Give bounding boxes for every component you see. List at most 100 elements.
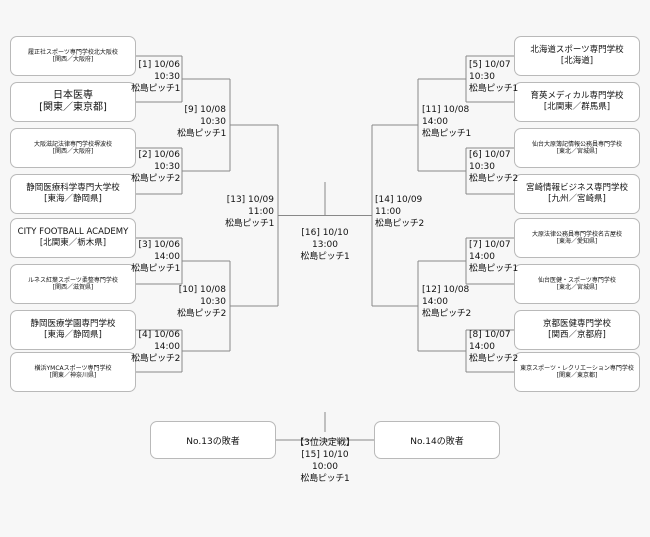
team-name: 仙台大原簿記情報公務員専門学校 (531, 140, 622, 148)
team-name: 東京スポーツ・レクリエーション専門学校 (520, 364, 634, 372)
match-time: 14:00 (469, 252, 495, 262)
match-place: 松島ピッチ2 (422, 309, 471, 319)
match-7-label: [7] 10/07 14:00 松島ピッチ1 (469, 239, 518, 275)
match-number: [10] 10/08 (178, 285, 226, 295)
match-place: 松島ピッチ2 (469, 174, 518, 184)
match-14-label: [14] 10/09 11:00 松島ピッチ2 (375, 194, 424, 230)
team-name: 履正社スポーツ専門学校北大阪校 (28, 48, 118, 56)
match-place: 松島ピッチ1 (469, 84, 518, 94)
loser-label: No.13の敗者 (186, 436, 240, 447)
team-right-1: 北海道スポーツ専門学校 [北海道] (514, 36, 640, 76)
match-number: [16] 10/10 (301, 228, 349, 238)
team-left-3: 大阪滋記法律専門学校堺波校 [関西／大阪府] (10, 128, 136, 168)
match-15-label: 【3位決定戦】 [15] 10/10 10:00 松島ピッチ1 (265, 437, 385, 485)
match-place: 松島ピッチ1 (469, 264, 518, 274)
match-time: 11:00 (375, 207, 401, 217)
team-left-5: CITY FOOTBALL ACADEMY [北関東／栃木県] (10, 218, 136, 258)
team-region: [関東／神奈川県] (49, 372, 97, 379)
match-number: [1] 10/06 (138, 60, 180, 70)
match-1-label: [1] 10/06 10:30 松島ピッチ1 (131, 59, 180, 95)
match-number: [13] 10/09 (226, 195, 274, 205)
match-3-label: [3] 10/06 14:00 松島ピッチ1 (131, 239, 180, 275)
match-11-label: [11] 10/08 14:00 松島ピッチ1 (422, 104, 471, 140)
match-16-label: [16] 10/10 13:00 松島ピッチ1 (275, 227, 375, 263)
match-6-label: [6] 10/07 10:30 松島ピッチ2 (469, 149, 518, 185)
team-region: [東海／静岡県] (44, 330, 102, 340)
match-time: 10:30 (154, 72, 180, 82)
match-number: [2] 10/06 (138, 150, 180, 160)
match-number: [14] 10/09 (375, 195, 423, 205)
match-number: [3] 10/06 (138, 240, 180, 250)
match-time: 10:00 (312, 462, 338, 472)
team-region: [関西／京都府] (548, 330, 606, 340)
team-name: CITY FOOTBALL ACADEMY (17, 227, 129, 238)
team-region: [北関東／群馬県] (543, 102, 611, 112)
team-name: 宮崎情報ビジネス専門学校 (525, 183, 628, 194)
match-number: [6] 10/07 (469, 150, 511, 160)
match-5-label: [5] 10/07 10:30 松島ピッチ1 (469, 59, 518, 95)
team-region: [関西／滋賀県] (52, 284, 94, 291)
match-place: 松島ピッチ1 (131, 264, 180, 274)
team-region: [北関東／栃木県] (39, 238, 107, 248)
team-name: 日本医専 (53, 89, 93, 101)
team-right-7: 京都医健専門学校 [関西／京都府] (514, 310, 640, 350)
loser-box-left: No.13の敗者 (150, 421, 276, 459)
team-name: 京都医健専門学校 (542, 319, 611, 330)
match-number: [15] 10/10 (301, 450, 349, 460)
match-place: 松島ピッチ1 (300, 474, 350, 484)
match-place: 松島ピッチ1 (177, 129, 226, 139)
team-region: [東北／宮城県] (556, 284, 598, 291)
team-name: 大阪滋記法律専門学校堺波校 (33, 140, 112, 148)
team-left-6: ルネス紅葉スポーツ柔整専門学校 [関西／滋賀県] (10, 264, 136, 304)
team-name: 仙台医健・スポーツ専門学校 (538, 276, 616, 284)
team-right-4: 宮崎情報ビジネス専門学校 [九州／宮崎県] (514, 174, 640, 214)
team-left-8: 横浜YMCAスポーツ専門学校 [関東／神奈川県] (10, 352, 136, 392)
team-region: [関東／東京都] (556, 372, 598, 379)
match-number: [8] 10/07 (469, 330, 511, 340)
match-time: 14:00 (469, 342, 495, 352)
match-time: 14:00 (154, 342, 180, 352)
match-place: 松島ピッチ1 (300, 252, 350, 262)
team-region: [関西／大阪府] (52, 56, 94, 63)
match-place: 松島ピッチ2 (469, 354, 518, 364)
match-time: 10:30 (200, 117, 226, 127)
team-right-3: 仙台大原簿記情報公務員専門学校 [東北／宮城県] (514, 128, 640, 168)
match-place: 松島ピッチ2 (131, 174, 180, 184)
match-place: 松島ピッチ1 (422, 129, 471, 139)
match-4-label: [4] 10/06 14:00 松島ピッチ2 (131, 329, 180, 365)
team-region: [関東／東京都] (39, 102, 107, 113)
team-region: [関西／大阪府] (52, 148, 94, 155)
match-time: 14:00 (422, 297, 448, 307)
team-left-1: 履正社スポーツ専門学校北大阪校 [関西／大阪府] (10, 36, 136, 76)
match-number: [7] 10/07 (469, 240, 511, 250)
match-13-label: [13] 10/09 11:00 松島ピッチ1 (225, 194, 274, 230)
team-right-5: 大原法律公務員専門学校名古屋校 [東海／愛知県] (514, 218, 640, 258)
match-12-label: [12] 10/08 14:00 松島ピッチ2 (422, 284, 471, 320)
team-name: 北海道スポーツ専門学校 (530, 45, 624, 56)
match-time: 10:30 (200, 297, 226, 307)
match-2-label: [2] 10/06 10:30 松島ピッチ2 (131, 149, 180, 185)
team-region: [九州／宮崎県] (548, 194, 606, 204)
match-time: 10:30 (154, 162, 180, 172)
team-left-2: 日本医専 [関東／東京都] (10, 82, 136, 122)
loser-box-right: No.14の敗者 (374, 421, 500, 459)
team-name: 静岡医療学園専門学校 (30, 319, 116, 330)
team-name: 静岡医療科学専門大学校 (26, 183, 120, 194)
match-time: 10:30 (469, 72, 495, 82)
match-place: 松島ピッチ1 (131, 84, 180, 94)
team-left-4: 静岡医療科学専門大学校 [東海／静岡県] (10, 174, 136, 214)
match-place: 松島ピッチ2 (375, 219, 424, 229)
match-time: 13:00 (312, 240, 338, 250)
match-time: 14:00 (422, 117, 448, 127)
team-left-7: 静岡医療学園専門学校 [東海／静岡県] (10, 310, 136, 350)
team-right-2: 育英メディカル専門学校 [北関東／群馬県] (514, 82, 640, 122)
match-time: 11:00 (248, 207, 274, 217)
team-region: [東海／愛知県] (556, 238, 598, 245)
match-10-label: [10] 10/08 10:30 松島ピッチ2 (177, 284, 226, 320)
team-region: [東海／静岡県] (44, 194, 102, 204)
match-number: [5] 10/07 (469, 60, 511, 70)
match-number: [9] 10/08 (184, 105, 226, 115)
match-number: [4] 10/06 (138, 330, 180, 340)
match-place: 松島ピッチ1 (225, 219, 274, 229)
